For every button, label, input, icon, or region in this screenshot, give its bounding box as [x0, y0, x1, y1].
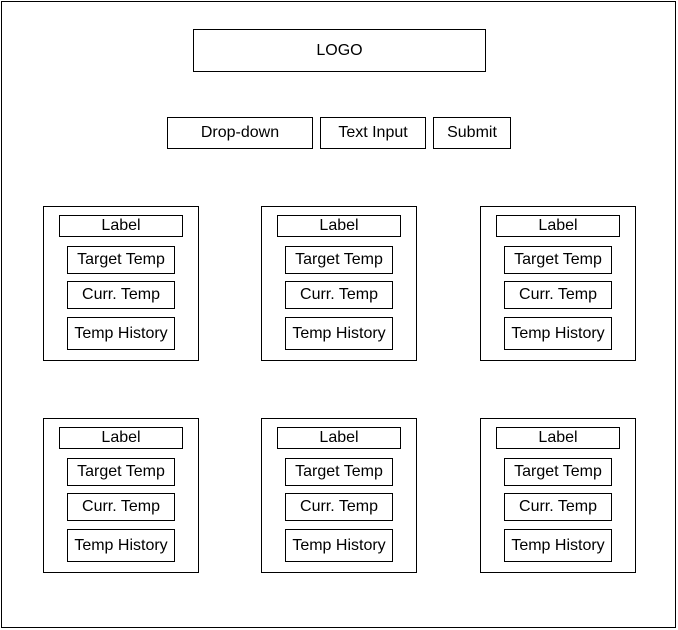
- current-temp-display: Curr. Temp: [285, 281, 393, 309]
- card-label: Label: [277, 215, 401, 237]
- current-temp-display: Curr. Temp: [67, 281, 175, 309]
- thermostat-card: Label Target Temp Curr. Temp Temp Histor…: [43, 206, 199, 361]
- card-label: Label: [59, 215, 183, 237]
- current-temp-display: Curr. Temp: [504, 493, 612, 521]
- dropdown-select[interactable]: Drop-down: [167, 117, 313, 149]
- target-temp-button[interactable]: Target Temp: [504, 458, 612, 486]
- target-temp-button[interactable]: Target Temp: [67, 458, 175, 486]
- temp-history-button[interactable]: Temp History: [285, 529, 393, 562]
- target-temp-button[interactable]: Target Temp: [504, 246, 612, 274]
- card-label: Label: [277, 427, 401, 449]
- temp-history-button[interactable]: Temp History: [67, 529, 175, 562]
- submit-button[interactable]: Submit: [433, 117, 511, 149]
- text-input[interactable]: Text Input: [320, 117, 426, 149]
- thermostat-card: Label Target Temp Curr. Temp Temp Histor…: [261, 206, 417, 361]
- card-label: Label: [496, 427, 620, 449]
- temp-history-button[interactable]: Temp History: [504, 529, 612, 562]
- thermostat-card: Label Target Temp Curr. Temp Temp Histor…: [43, 418, 199, 573]
- thermostat-card: Label Target Temp Curr. Temp Temp Histor…: [261, 418, 417, 573]
- target-temp-button[interactable]: Target Temp: [67, 246, 175, 274]
- temp-history-button[interactable]: Temp History: [285, 317, 393, 350]
- card-label: Label: [59, 427, 183, 449]
- target-temp-button[interactable]: Target Temp: [285, 246, 393, 274]
- current-temp-display: Curr. Temp: [285, 493, 393, 521]
- temp-history-button[interactable]: Temp History: [504, 317, 612, 350]
- current-temp-display: Curr. Temp: [504, 281, 612, 309]
- temp-history-button[interactable]: Temp History: [67, 317, 175, 350]
- thermostat-card: Label Target Temp Curr. Temp Temp Histor…: [480, 418, 636, 573]
- target-temp-button[interactable]: Target Temp: [285, 458, 393, 486]
- card-label: Label: [496, 215, 620, 237]
- thermostat-card: Label Target Temp Curr. Temp Temp Histor…: [480, 206, 636, 361]
- logo: LOGO: [193, 29, 486, 72]
- current-temp-display: Curr. Temp: [67, 493, 175, 521]
